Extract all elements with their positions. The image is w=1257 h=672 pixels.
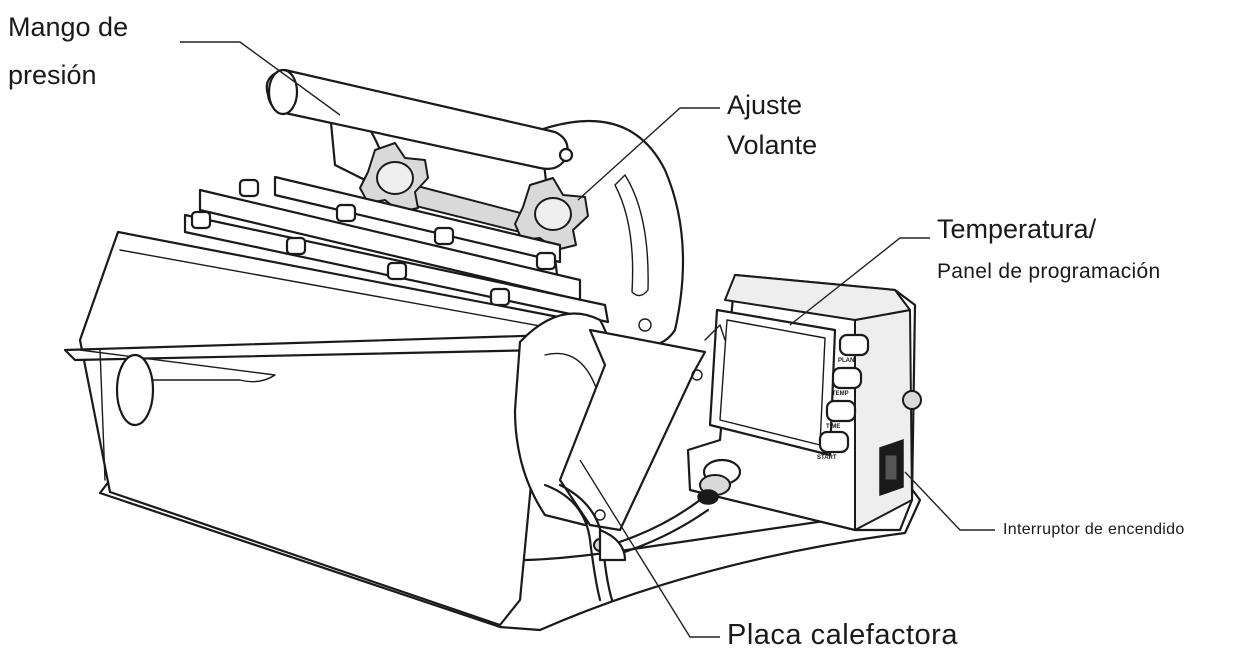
display-window <box>708 308 837 457</box>
side-bracket <box>558 328 707 532</box>
panel-button-label: PLAN <box>838 358 854 364</box>
label-pressure-handle-line2: presión <box>8 60 97 90</box>
side-knob <box>902 390 922 410</box>
leader-control-panel <box>789 237 930 326</box>
panel-button-label: TIME <box>826 424 840 430</box>
leader-lines <box>180 41 995 638</box>
control-box-top <box>724 274 911 321</box>
pressure-handle <box>265 68 569 170</box>
label-control-panel-line1: Temperatura/ <box>937 214 1097 244</box>
power-cable <box>608 498 702 547</box>
clamp-screw <box>598 528 627 562</box>
bar-bolts <box>190 178 557 307</box>
leader-pressure-handle <box>180 41 341 116</box>
rear-frame-slot <box>614 174 649 297</box>
panel-button-label: TEMP <box>832 391 849 397</box>
label-pressure-handle-line1: Mango de <box>8 12 129 42</box>
leader-heating-plate <box>579 459 720 638</box>
top-bar-rear <box>273 175 562 264</box>
leader-power-switch <box>904 471 995 531</box>
panel-buttons <box>818 333 870 454</box>
label-power-switch: Interruptor de encendido <box>1003 521 1185 538</box>
cable-connector <box>697 458 742 505</box>
label-adjust-wheel-line2: Volante <box>727 130 818 160</box>
panel-button-label: START <box>817 455 837 461</box>
leader-adjust-wheel <box>577 107 720 201</box>
label-heating-plate: Placa calefactora <box>727 619 958 651</box>
label-adjust-wheel-line1: Ajuste <box>727 90 803 120</box>
heater-cable <box>543 483 602 602</box>
label-control-panel-line2: Panel de programación <box>937 260 1161 283</box>
